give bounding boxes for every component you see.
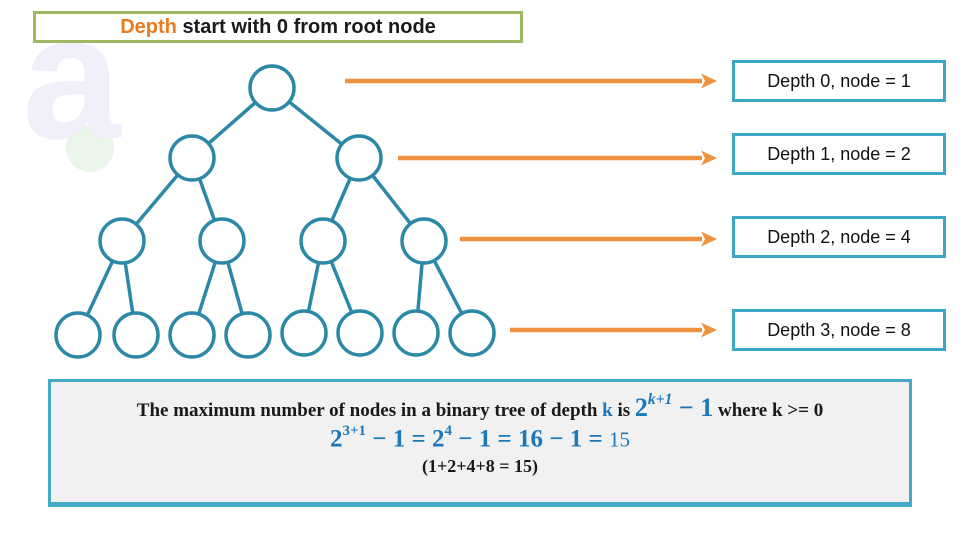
formula-expr-exponent: k+1 xyxy=(647,391,673,409)
tree-node-depth3 xyxy=(336,309,384,357)
formula-calculation: 23+1 − 1 = 24 − 1 = 16 − 1 = 15 xyxy=(51,422,909,453)
tree-node-depth3 xyxy=(280,309,328,357)
formula-expr-tail: − 1 xyxy=(672,393,714,422)
tree-node-depth1 xyxy=(335,134,383,182)
depth-1-label-box: Depth 1, node = 2 xyxy=(732,133,946,175)
calc-base1: 2 xyxy=(329,425,343,453)
tree-node-depth2 xyxy=(400,217,448,265)
tree-node-depth1 xyxy=(168,134,216,182)
arrow-depth1-icon xyxy=(398,150,717,166)
title-banner: Depth start with 0 from root node xyxy=(33,11,523,43)
tree-node-depth2 xyxy=(98,217,146,265)
formula-box: The maximum number of nodes in a binary … xyxy=(48,379,912,507)
formula-expr-base: 2 xyxy=(634,393,648,422)
depth-1-label: Depth 1, node = 2 xyxy=(767,143,911,164)
calc-segment1: − 1 = xyxy=(366,425,433,453)
depth-2-label-box: Depth 2, node = 4 xyxy=(732,216,946,258)
tree-edges xyxy=(76,86,474,336)
calc-result: 15 xyxy=(609,427,631,452)
formula-intro: The maximum number of nodes in a binary … xyxy=(136,400,603,421)
title-highlight: Depth xyxy=(120,15,177,38)
depth-0-label: Depth 0, node = 1 xyxy=(767,70,911,91)
formula-k: k xyxy=(602,400,613,421)
formula-is: is xyxy=(612,400,635,421)
tree-node-depth2 xyxy=(198,217,246,265)
calc-exponent1: 3+1 xyxy=(342,422,367,439)
calc-base2: 2 xyxy=(432,425,445,453)
sum-text: (1+2+4+8 = 15) xyxy=(421,456,538,477)
formula-where: where k >= 0 xyxy=(713,400,824,421)
depth-arrows xyxy=(345,73,717,338)
tree-node-depth2 xyxy=(299,217,347,265)
tree-node-depth3 xyxy=(54,311,102,359)
tree-node-depth3 xyxy=(112,311,160,359)
tree-node-depth3 xyxy=(392,309,440,357)
calc-exponent2: 4 xyxy=(444,422,453,439)
formula-expression: 2k+1 − 1 xyxy=(634,391,714,422)
tree-nodes xyxy=(54,64,496,359)
arrow-depth0-icon xyxy=(345,73,717,89)
tree-node-depth3 xyxy=(168,311,216,359)
calc-segment2: − 1 = 16 − 1 = xyxy=(452,425,610,453)
title-text: start with 0 from root node xyxy=(176,15,436,38)
depth-0-label-box: Depth 0, node = 1 xyxy=(732,60,946,102)
depth-3-label: Depth 3, node = 8 xyxy=(767,319,911,340)
formula-sum-line: (1+2+4+8 = 15) xyxy=(51,456,909,477)
depth-2-label: Depth 2, node = 4 xyxy=(767,226,911,247)
tree-node-depth3 xyxy=(224,311,272,359)
arrow-depth3-icon xyxy=(510,322,717,338)
watermark-green-dot xyxy=(66,124,114,172)
formula-statement: The maximum number of nodes in a binary … xyxy=(51,391,909,423)
tree-node-depth0 xyxy=(248,64,296,112)
arrow-depth2-icon xyxy=(460,231,717,247)
depth-3-label-box: Depth 3, node = 8 xyxy=(732,309,946,351)
tree-node-depth3 xyxy=(448,309,496,357)
